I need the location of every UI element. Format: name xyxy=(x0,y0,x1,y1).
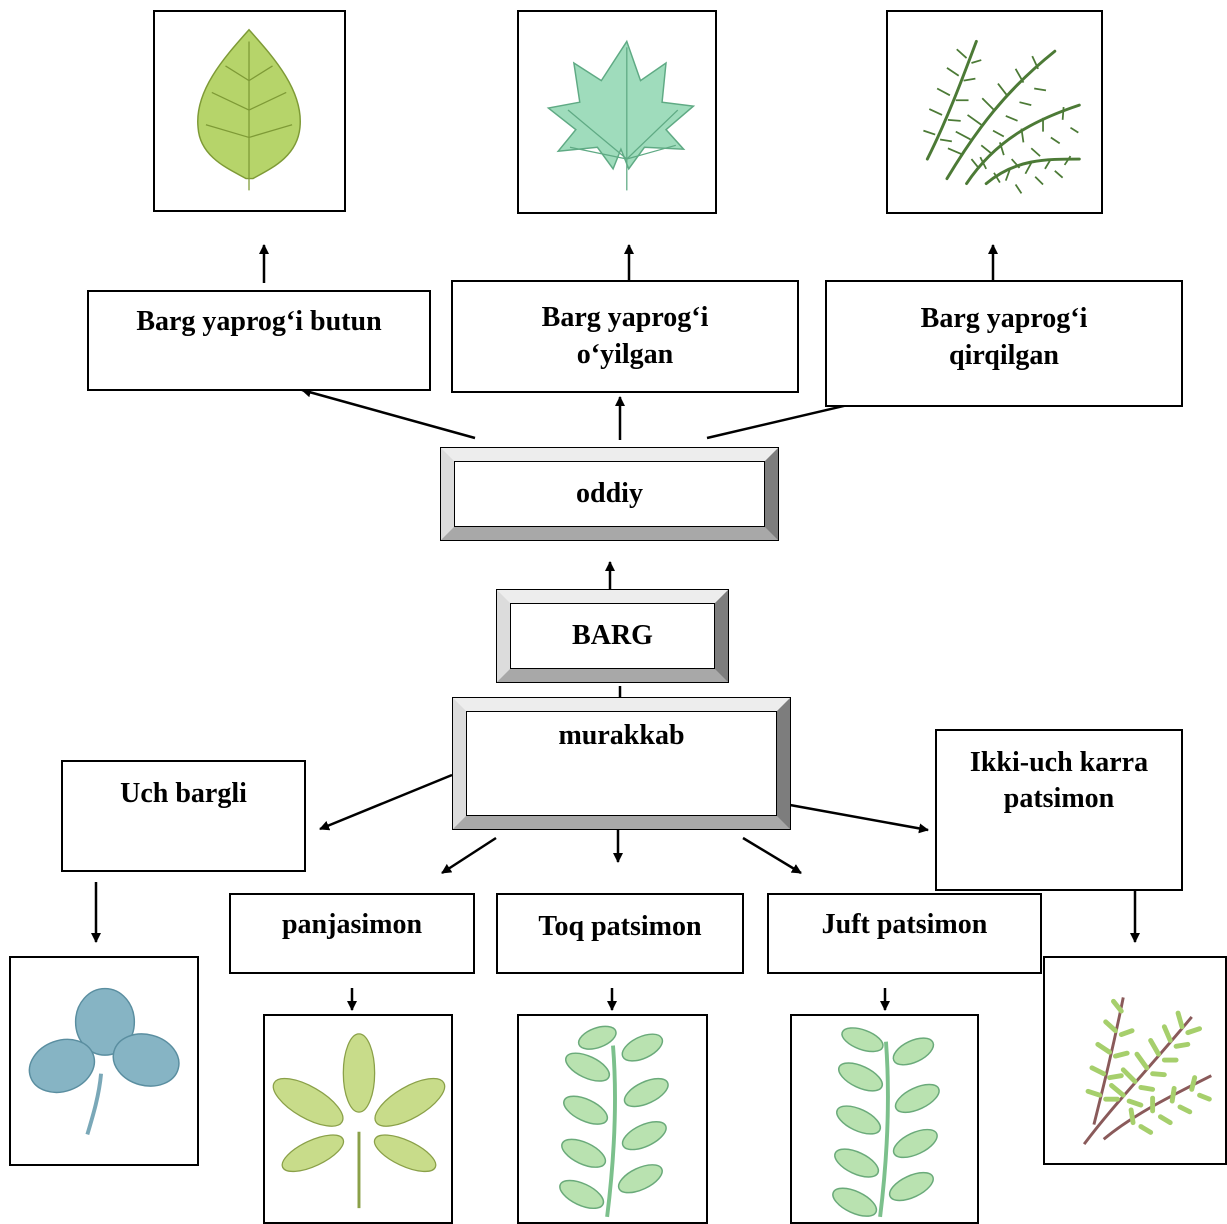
fern-icon xyxy=(923,39,1081,194)
node-simple: oddiy xyxy=(440,447,779,541)
odd-pinnate-leaf-icon xyxy=(559,1025,669,1218)
even-pinnate-leaf-image xyxy=(790,1014,979,1224)
node-dissected-line-2: qirqilgan xyxy=(949,339,1059,371)
lobed-leaf-image xyxy=(517,10,717,214)
node-lobed: Barg yaprog‘i o‘yilgan xyxy=(451,280,799,393)
node-odd-pinnate: Toq patsimon xyxy=(496,893,744,974)
node-root-label: BARG xyxy=(510,603,715,669)
even-pinnate-leaf-icon xyxy=(832,1027,940,1218)
arrow-compound-to-palmate xyxy=(441,836,497,875)
node-even-pinnate: Juft patsimon xyxy=(767,893,1042,974)
dissected-leaf-image xyxy=(886,10,1103,214)
bipinnate-leaf-image xyxy=(1043,956,1227,1165)
node-bipinnate: Ikki-uch karra patsimon xyxy=(935,729,1183,891)
entire-leaf-icon xyxy=(197,28,301,191)
node-dissected-label: Barg yaprog‘i qirqilgan xyxy=(921,301,1088,374)
node-trifoliate: Uch bargli xyxy=(61,760,306,872)
node-lobed-label: Barg yaprog‘i o‘yilgan xyxy=(542,300,709,373)
node-entire: Barg yaprog‘i butun xyxy=(87,290,431,391)
node-compound-label: murakkab xyxy=(466,711,777,816)
node-odd-pinnate-label: Toq patsimon xyxy=(538,911,702,942)
palmate-leaf-image xyxy=(263,1014,453,1224)
node-bipinnate-line-1: Ikki-uch karra xyxy=(969,747,1149,778)
maple-leaf-icon xyxy=(546,39,696,191)
node-simple-label: oddiy xyxy=(454,461,765,527)
palmate-leaf-icon xyxy=(272,1033,446,1209)
node-lobed-line-1: Barg yaprog‘i xyxy=(541,302,709,334)
node-palmate-label: panjasimon xyxy=(281,909,423,940)
entire-leaf-image xyxy=(153,10,346,212)
node-compound: murakkab xyxy=(452,697,791,830)
node-even-pinnate-label: Juft patsimon xyxy=(821,909,988,940)
node-trifoliate-label: Uch bargli xyxy=(120,778,247,809)
clover-icon xyxy=(28,987,180,1135)
bipinnate-leaf-icon xyxy=(1082,997,1212,1146)
node-bipinnate-line-2: patsimon xyxy=(1003,783,1115,815)
node-palmate: panjasimon xyxy=(229,893,475,974)
node-lobed-line-2: o‘yilgan xyxy=(576,338,674,370)
odd-pinnate-leaf-image xyxy=(517,1014,708,1224)
node-root: BARG xyxy=(496,589,729,683)
node-bipinnate-label: Ikki-uch karra patsimon xyxy=(970,745,1148,818)
arrow-simple-to-entire xyxy=(301,387,476,440)
arrow-compound-to-even xyxy=(742,836,802,875)
arrow-compound-to-trifoliate xyxy=(319,773,453,831)
node-entire-label: Barg yaprog‘i butun xyxy=(136,306,382,337)
node-dissected: Barg yaprog‘i qirqilgan xyxy=(825,280,1183,407)
node-dissected-line-1: Barg yaprog‘i xyxy=(920,303,1088,335)
arrow-compound-to-bipinnate xyxy=(789,803,929,834)
trifoliate-leaf-image xyxy=(9,956,199,1166)
